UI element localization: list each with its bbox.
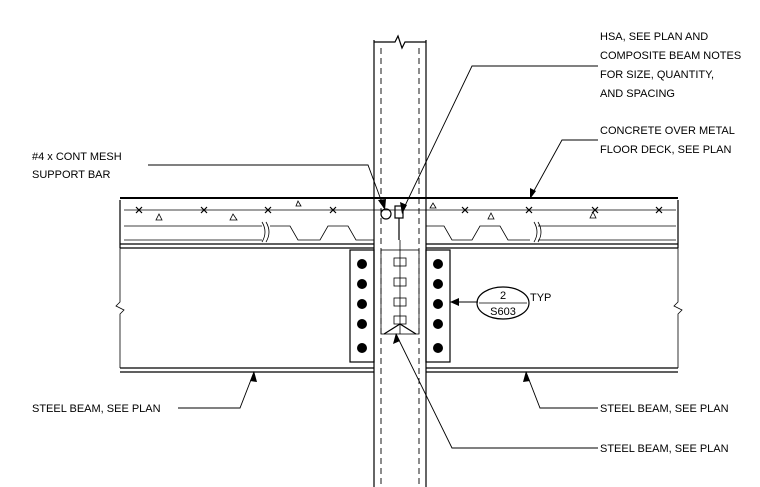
note-beam-left: STEEL BEAM, SEE PLAN xyxy=(32,403,161,415)
note-hsa-line-4: AND SPACING xyxy=(600,88,675,100)
hsa-studs xyxy=(380,205,404,240)
note-hsa-line-1: HSA, SEE PLAN AND xyxy=(600,31,708,43)
leader-arrows xyxy=(250,188,536,382)
left-shear-tab xyxy=(349,249,375,363)
center-web-plate xyxy=(380,240,420,335)
right-steel-beam xyxy=(426,243,683,373)
note-hsa-line-3: FOR SIZE, QUANTITY, xyxy=(600,69,714,81)
note-beam-right: STEEL BEAM, SEE PLAN xyxy=(600,403,729,415)
note-mesh-line-1: #4 x CONT MESH xyxy=(32,151,122,163)
note-concrete: CONCRETE OVER METAL FLOOR DECK, SEE PLAN xyxy=(600,125,735,156)
note-mesh-line-2: SUPPORT BAR xyxy=(32,169,111,181)
note-concrete-line-2: FLOOR DECK, SEE PLAN xyxy=(600,144,731,156)
detail-typ: TYP xyxy=(530,292,551,304)
detail-sheet: S603 xyxy=(490,306,516,318)
leaders xyxy=(148,65,598,449)
note-mesh: #4 x CONT MESH SUPPORT BAR xyxy=(32,151,122,181)
bolts xyxy=(357,259,443,353)
left-steel-beam xyxy=(115,243,374,373)
mesh-bar-markers xyxy=(135,206,663,214)
note-concrete-line-1: CONCRETE OVER METAL xyxy=(600,125,735,137)
note-beam-center: STEEL BEAM, SEE PLAN xyxy=(600,443,729,455)
detail-number: 2 xyxy=(500,290,506,302)
detail-reference-bubble: 2 S603 TYP xyxy=(476,286,551,320)
note-hsa: HSA, SEE PLAN AND COMPOSITE BEAM NOTES F… xyxy=(600,31,741,100)
concrete-slab xyxy=(119,197,679,248)
note-hsa-line-2: COMPOSITE BEAM NOTES xyxy=(600,50,741,62)
right-shear-tab xyxy=(425,249,451,363)
